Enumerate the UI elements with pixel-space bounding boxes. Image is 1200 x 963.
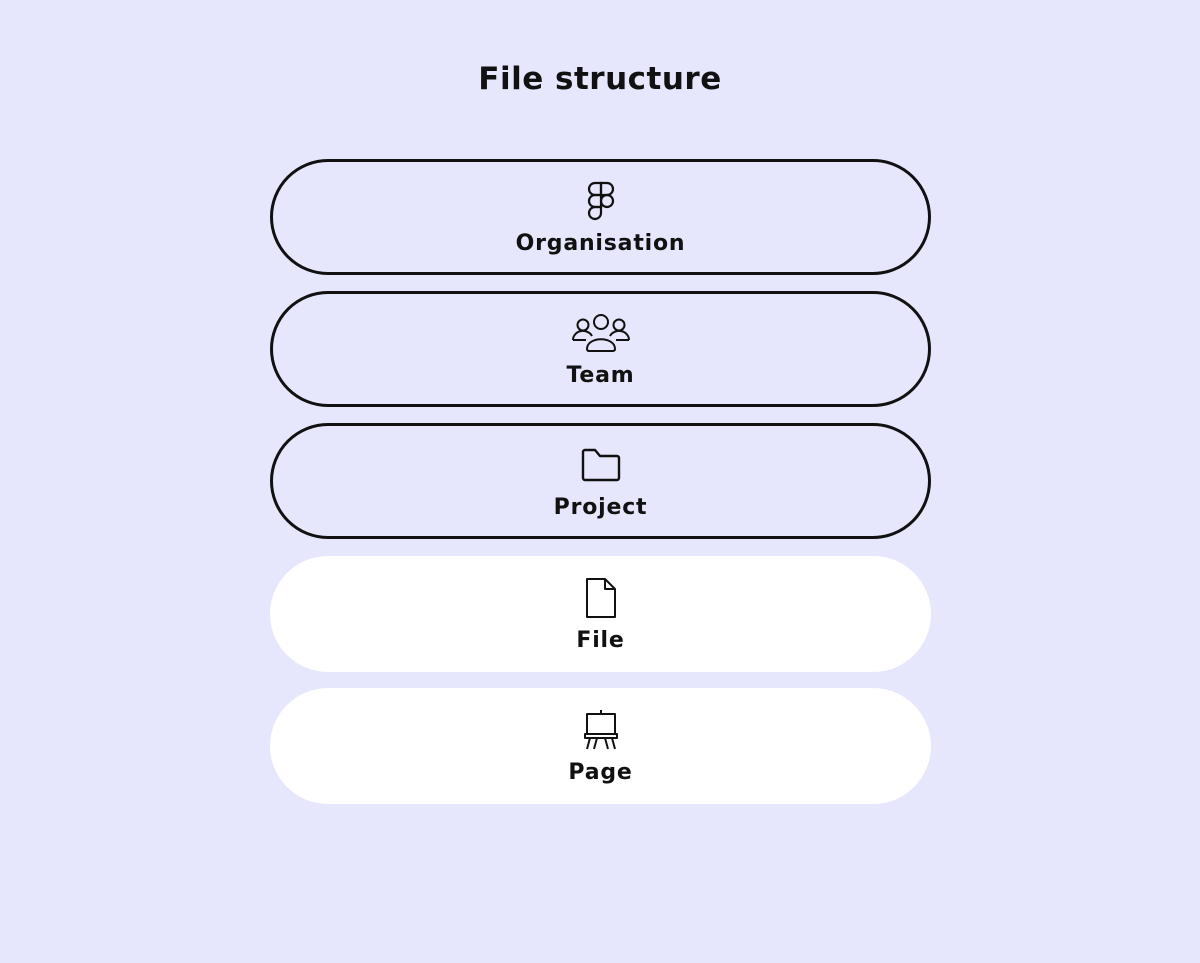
level-label: Organisation (515, 231, 686, 256)
level-label: Project (553, 495, 648, 520)
team-icon (571, 311, 631, 355)
diagram-title: File structure (478, 61, 722, 97)
file-icon (571, 576, 631, 620)
folder-icon (571, 443, 631, 487)
level-file: File (270, 556, 931, 672)
level-label: File (576, 628, 625, 653)
level-label: Page (568, 760, 633, 785)
level-label: Team (566, 363, 635, 388)
easel-icon (571, 708, 631, 752)
level-project: Project (270, 423, 931, 539)
level-page: Page (270, 688, 931, 804)
level-organisation: Organisation (270, 159, 931, 275)
figma-logo-icon (571, 179, 631, 223)
level-team: Team (270, 291, 931, 407)
